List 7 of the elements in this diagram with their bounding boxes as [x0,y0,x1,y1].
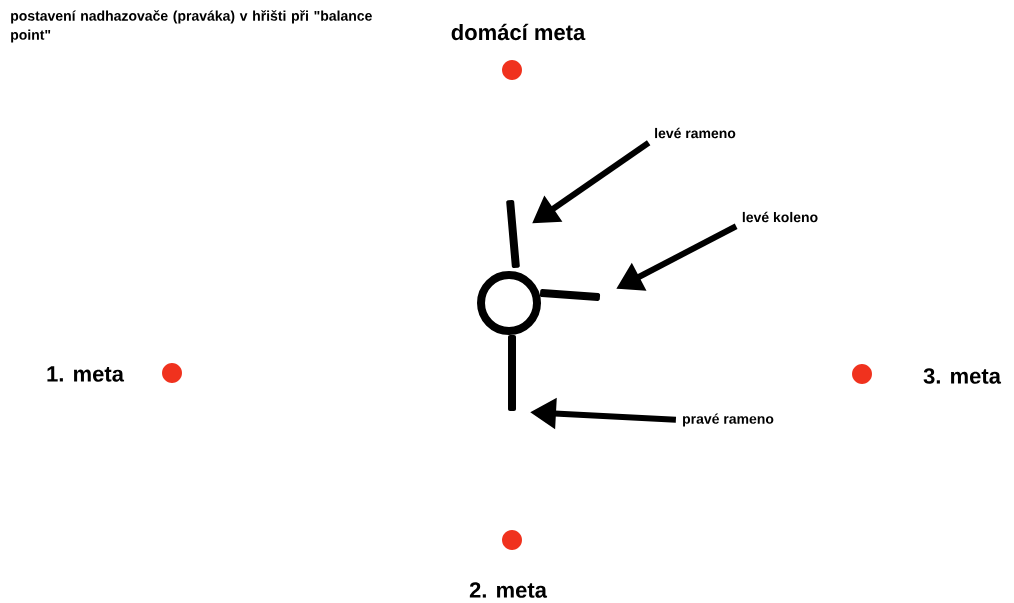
limb-line [506,199,520,269]
arrow-label: levé koleno [742,211,818,223]
arrow-label: levé rameno [655,127,736,139]
title: postavení nadhazovače (praváka) v hřišti při "balance point" [11,10,372,43]
limb-line [539,289,601,301]
body-circle [477,271,541,335]
arrow-label: pravé rameno [683,413,774,427]
